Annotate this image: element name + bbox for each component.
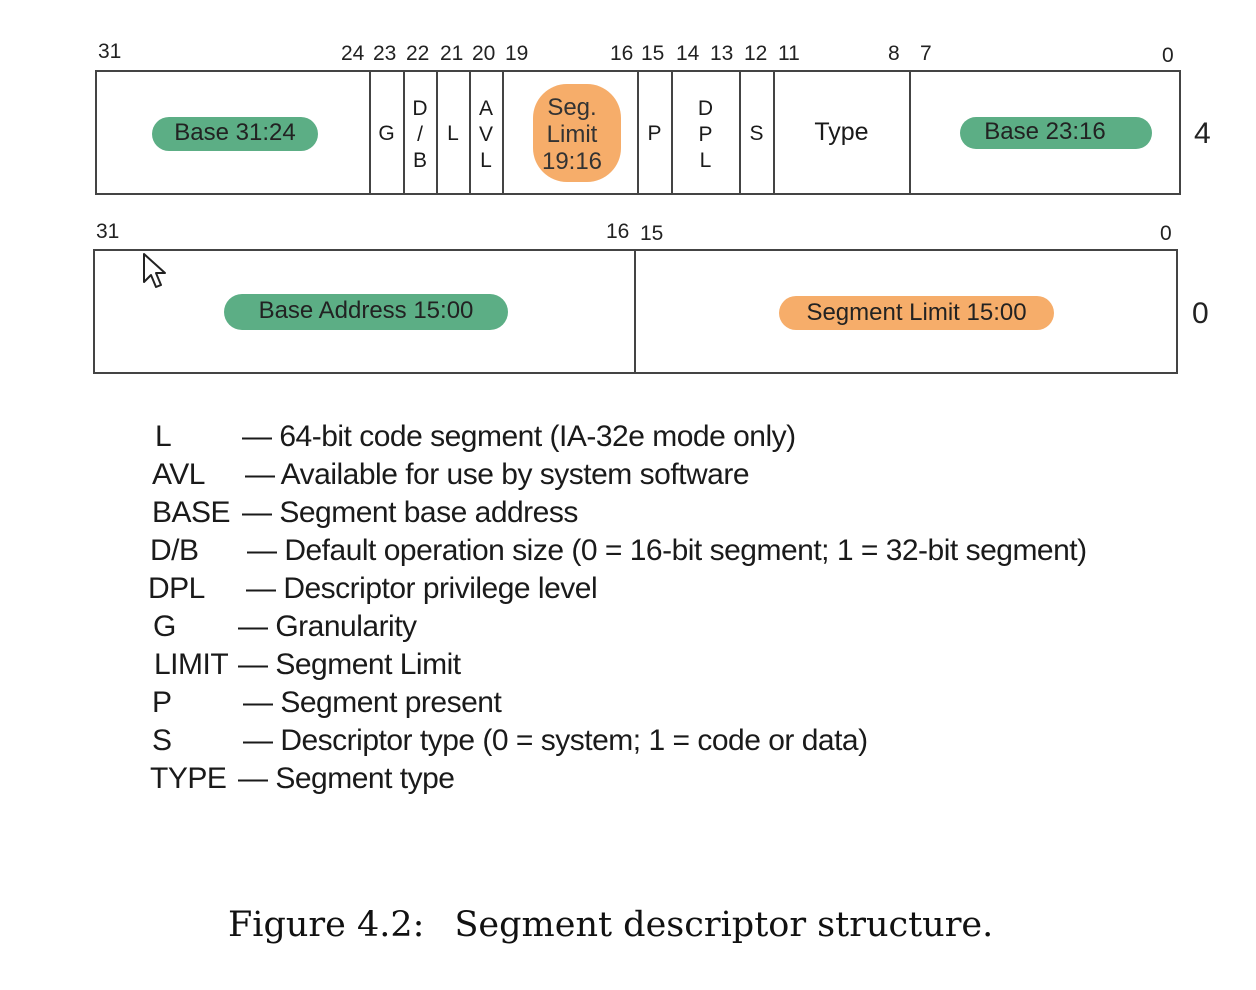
field-seg-limit-line: 19:16	[541, 148, 603, 175]
bit-15-label: 15	[641, 42, 665, 65]
legend-key: DPL	[148, 572, 205, 605]
field-avl-char: A	[478, 97, 493, 120]
divider	[436, 71, 438, 194]
divider	[909, 71, 911, 194]
row0-bit-31-label: 31	[96, 220, 120, 243]
field-db-char: B	[412, 149, 427, 172]
legend-key: TYPE	[150, 762, 227, 795]
bit-19-label: 19	[505, 42, 529, 65]
legend-desc: — Descriptor type (0 = system; 1 = code …	[243, 724, 868, 757]
legend-desc: — Segment present	[243, 686, 502, 719]
base-hi-highlight	[152, 117, 318, 151]
field-avl: A V L	[470, 96, 502, 174]
base-mid-highlight	[960, 117, 1152, 149]
field-g: G	[378, 122, 395, 145]
divider	[637, 71, 639, 194]
legend-desc: — Segment base address	[242, 496, 578, 529]
field-base-31-24: Base 31:24	[174, 119, 296, 146]
legend-key: LIMIT	[154, 648, 229, 681]
base-lo-highlight	[224, 294, 508, 330]
divider	[369, 71, 371, 194]
bit-11-label: 11	[778, 42, 800, 65]
field-type: Type	[814, 118, 869, 146]
bit-20-label: 20	[472, 42, 496, 65]
legend-desc: — Granularity	[238, 610, 417, 643]
bit-7-label: 7	[920, 42, 932, 65]
field-db-char: /	[417, 123, 423, 146]
divider	[502, 71, 504, 194]
bit-23-label: 23	[373, 42, 397, 65]
bit-13-label: 13	[710, 42, 734, 65]
row-0-number: 0	[1192, 297, 1209, 330]
bit-22-label: 22	[406, 42, 430, 65]
field-seg-limit-line: Seg.	[547, 94, 597, 121]
seg-limit-hi-highlight	[533, 84, 621, 182]
legend-key: S	[152, 724, 172, 757]
field-l: L	[447, 122, 459, 145]
caption-label: Figure 4.2:	[228, 905, 425, 945]
bit-21-label: 21	[440, 42, 464, 65]
field-seg-limit-line: Limit	[546, 121, 598, 148]
bit-8-label: 8	[888, 42, 900, 65]
divider	[634, 250, 636, 373]
divider	[739, 71, 741, 194]
field-db-char: D	[412, 97, 428, 120]
bit-16-label: 16	[610, 42, 634, 65]
bit-12-label: 12	[744, 42, 768, 65]
bit-31-label: 31	[98, 40, 122, 63]
row-4-number: 4	[1194, 117, 1211, 150]
bit-14-label: 14	[676, 42, 700, 65]
field-p: P	[647, 122, 662, 145]
divider	[469, 71, 471, 194]
field-base-address-15-00: Base Address 15:00	[258, 297, 474, 324]
field-s: S	[749, 122, 764, 145]
divider	[403, 71, 405, 194]
legend-key: L	[155, 420, 172, 453]
field-dpl-char: D	[697, 97, 714, 120]
legend-key: AVL	[152, 458, 205, 491]
field-dpl-char: P	[698, 123, 713, 146]
divider	[671, 71, 673, 194]
legend-desc: — Default operation size (0 = 16-bit seg…	[247, 534, 1087, 567]
legend-desc: — Segment type	[238, 762, 455, 795]
figure-caption: Figure 4.2: Segment descriptor structure.	[228, 905, 993, 945]
mouse-pointer-icon	[142, 252, 168, 295]
field-avl-char: V	[478, 123, 493, 146]
field-dpl: D P L	[672, 96, 739, 174]
field-dpl-char: L	[699, 149, 712, 172]
field-seg-limit-19-16: Seg. Limit 19:16	[520, 94, 624, 175]
legend-desc: — Descriptor privilege level	[246, 572, 598, 605]
bit-24-label: 24	[341, 42, 365, 65]
row0-bit-16-label: 16	[606, 220, 630, 243]
field-db: D / B	[404, 96, 436, 174]
legend-key: P	[152, 686, 172, 719]
legend-key: D/B	[150, 534, 199, 567]
divider	[773, 71, 775, 194]
caption-text: Segment descriptor structure.	[454, 905, 994, 945]
legend-desc: — Available for use by system software	[245, 458, 750, 491]
legend-key: G	[153, 610, 176, 643]
legend-key: BASE	[152, 496, 231, 529]
legend-desc: — Segment Limit	[238, 648, 461, 681]
bit-0-label: 0	[1162, 44, 1174, 67]
field-base-23-16: Base 23:16	[984, 118, 1106, 145]
row0-bit-0-label: 0	[1160, 222, 1172, 245]
limit-lo-highlight	[779, 296, 1054, 330]
legend-desc: — 64-bit code segment (IA-32e mode only)	[242, 420, 796, 453]
field-avl-char: L	[480, 149, 492, 172]
field-segment-limit-15-00: Segment Limit 15:00	[806, 299, 1027, 326]
row0-bit-15-label: 15	[640, 222, 664, 245]
